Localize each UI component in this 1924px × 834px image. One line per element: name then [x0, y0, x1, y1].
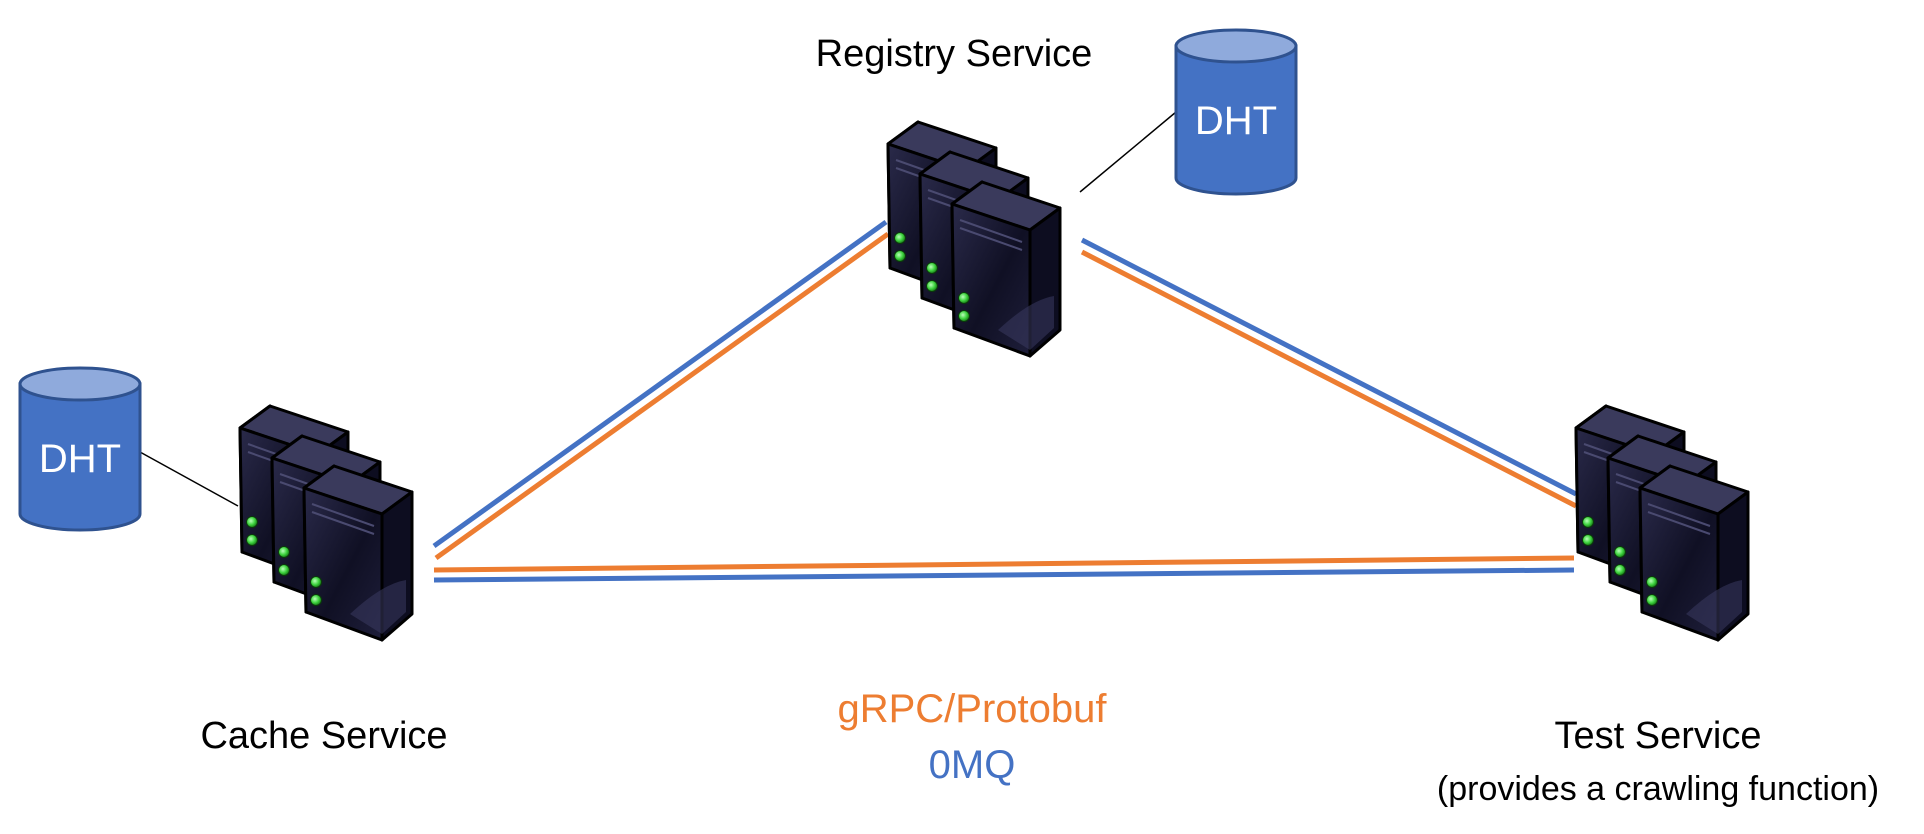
test-service-label: Test Service — [1555, 715, 1762, 757]
registry-service[interactable]: Registry Service — [816, 33, 1093, 356]
cache-dht-database[interactable]: DHT — [18, 366, 142, 532]
registry-db-link — [1079, 111, 1177, 193]
grpc-link-cache-test — [433, 555, 1575, 573]
cache-service[interactable]: Cache Service — [200, 406, 448, 757]
database-cylinder-icon — [18, 366, 142, 532]
cache-service-label: Cache Service — [200, 715, 447, 757]
zeromq-link-cache-registry — [432, 219, 888, 549]
test-service[interactable]: Test Service (provides a crawling functi… — [1437, 406, 1879, 808]
zeromq-link-registry-test — [1080, 237, 1578, 497]
grpc-link-registry-test — [1080, 249, 1578, 509]
zeromq-link-cache-test — [433, 567, 1575, 583]
legend-grpc-label: gRPC/Protobuf — [837, 687, 1107, 731]
protocol-legend: gRPC/Protobuf 0MQ — [837, 687, 1107, 787]
server-stack-icon — [240, 406, 412, 640]
registry-service-label: Registry Service — [816, 33, 1093, 75]
server-stack-icon — [888, 122, 1060, 356]
connections — [139, 111, 1578, 583]
grpc-link-cache-registry — [434, 231, 890, 561]
registry-dht-label: DHT — [1195, 99, 1277, 143]
cache-dht-label: DHT — [39, 437, 121, 481]
test-service-sublabel: (provides a crawling function) — [1437, 770, 1879, 808]
cache-db-link — [139, 451, 239, 507]
database-cylinder-icon — [1174, 28, 1298, 196]
server-stack-icon — [1576, 406, 1748, 640]
registry-dht-database[interactable]: DHT — [1174, 28, 1298, 196]
legend-zeromq-label: 0MQ — [929, 743, 1016, 787]
